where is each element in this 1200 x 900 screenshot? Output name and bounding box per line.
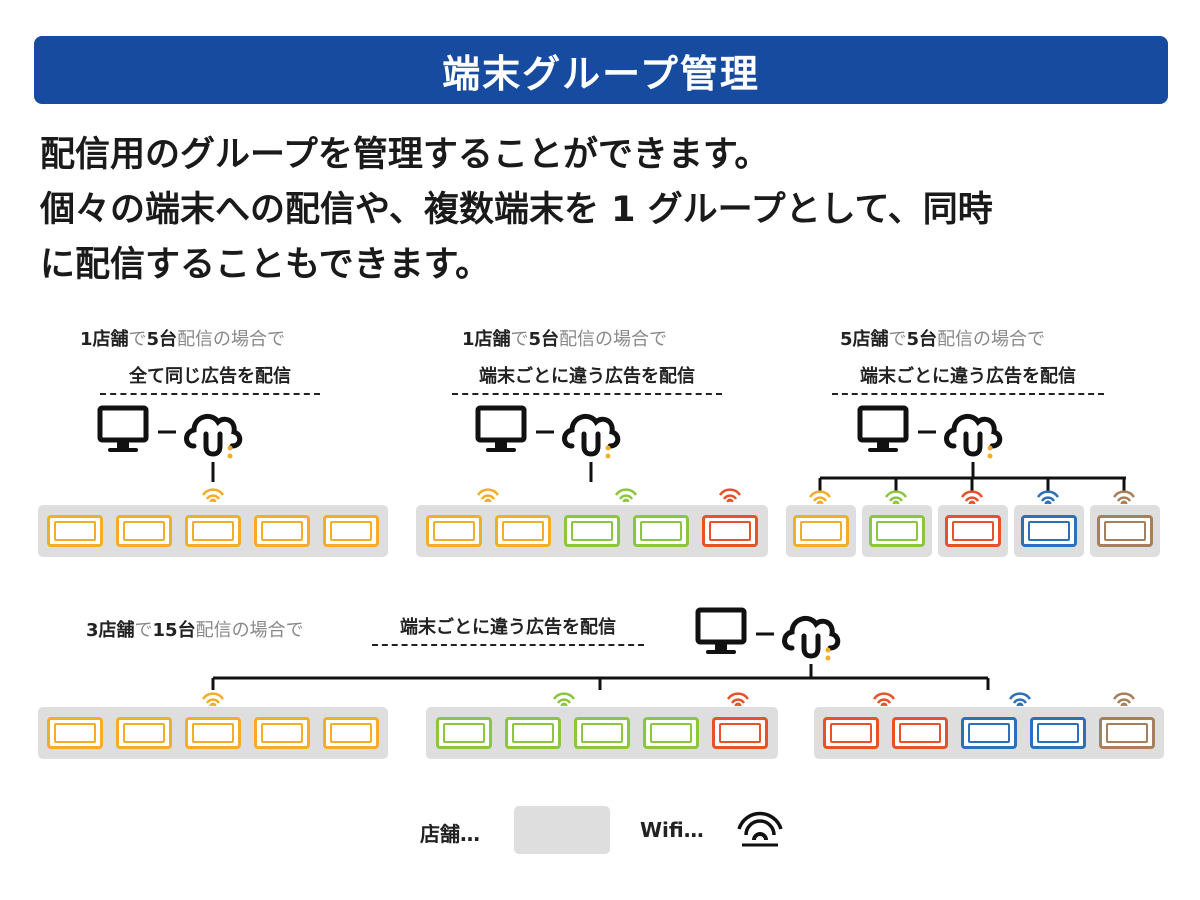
device-tablet [643, 717, 699, 749]
wifi-icon [201, 692, 225, 708]
scenario-1-caption-line2: 全て同じ広告を配信 [100, 362, 320, 395]
legend-store-label: 店舗… [420, 822, 480, 846]
wifi-icon [872, 692, 896, 708]
wifi-icon [718, 488, 742, 504]
cloud-u-icon [785, 618, 838, 660]
device-tablet [633, 515, 689, 547]
device-tablet [47, 717, 103, 749]
monitor-icon [698, 610, 744, 654]
device-tablet [116, 717, 172, 749]
scenario-3-caption-line2: 端末ごとに違う広告を配信 [832, 362, 1104, 395]
device-tablet [436, 717, 492, 749]
device-tablet [116, 515, 172, 547]
monitor-icon [100, 408, 146, 452]
device-tablet [823, 717, 879, 749]
description: 配信用のグループを管理することができます。 個々の端末への配信や、複数端末を 1… [40, 128, 1170, 293]
wifi-icon [1008, 692, 1032, 708]
legend-store-swatch [514, 806, 610, 854]
wifi-icon [726, 692, 750, 708]
device-tablet [869, 515, 925, 547]
wifi-icon [201, 488, 225, 504]
wifi-icon [476, 488, 500, 504]
device-tablet [323, 515, 379, 547]
legend-wifi-label: Wifi… [640, 818, 704, 842]
page-title: 端末グループ管理 [442, 51, 760, 96]
device-tablet [1099, 717, 1155, 749]
scenario-2-caption-line1: 1店舗で5台配信の場合で [462, 329, 668, 350]
wifi-icon [808, 490, 832, 506]
device-tablet [47, 515, 103, 547]
wifi-icon [614, 488, 638, 504]
description-line-2: 個々の端末への配信や、複数端末を 1 グループとして、同時 [40, 190, 993, 230]
wifi-icon [884, 490, 908, 506]
scenario-4-caption-line1: 3店舗で15台配信の場合で [86, 620, 304, 641]
device-tablet [564, 515, 620, 547]
title-bar: 端末グループ管理 [34, 36, 1168, 104]
monitor-icon [478, 408, 524, 452]
scenario-3-caption-line1: 5店舗で5台配信の場合で [840, 329, 1046, 350]
device-tablet [702, 515, 758, 547]
device-tablet [574, 717, 630, 749]
device-tablet [961, 717, 1017, 749]
scenario-4-caption-line2: 端末ごとに違う広告を配信 [372, 613, 644, 646]
device-tablet [1030, 717, 1086, 749]
wifi-icon [552, 692, 576, 708]
cloud-u-icon [565, 416, 618, 458]
description-line-1: 配信用のグループを管理することができます。 [40, 135, 770, 175]
wifi-icon [960, 490, 984, 506]
device-tablet [185, 515, 241, 547]
description-line-3: に配信することもできます。 [40, 245, 491, 285]
wifi-icon [1112, 692, 1136, 708]
device-tablet [323, 717, 379, 749]
scenario-2-caption-line2: 端末ごとに違う広告を配信 [452, 362, 722, 395]
device-tablet [945, 515, 1001, 547]
wifi-icon [1036, 490, 1060, 506]
device-tablet [426, 515, 482, 547]
device-tablet [712, 717, 768, 749]
device-tablet [254, 515, 310, 547]
device-tablet [1097, 515, 1153, 547]
device-tablet [892, 717, 948, 749]
wifi-icon [1112, 490, 1136, 506]
device-tablet [505, 717, 561, 749]
monitor-icon [860, 408, 906, 452]
cloud-u-icon [187, 416, 240, 458]
legend-wifi-icon [737, 811, 783, 847]
device-tablet [254, 717, 310, 749]
device-tablet [793, 515, 849, 547]
device-tablet [185, 717, 241, 749]
scenario-1-caption-line1: 1店舗で5台配信の場合で [80, 329, 286, 350]
device-tablet [1021, 515, 1077, 547]
cloud-u-icon [947, 416, 1000, 458]
device-tablet [495, 515, 551, 547]
